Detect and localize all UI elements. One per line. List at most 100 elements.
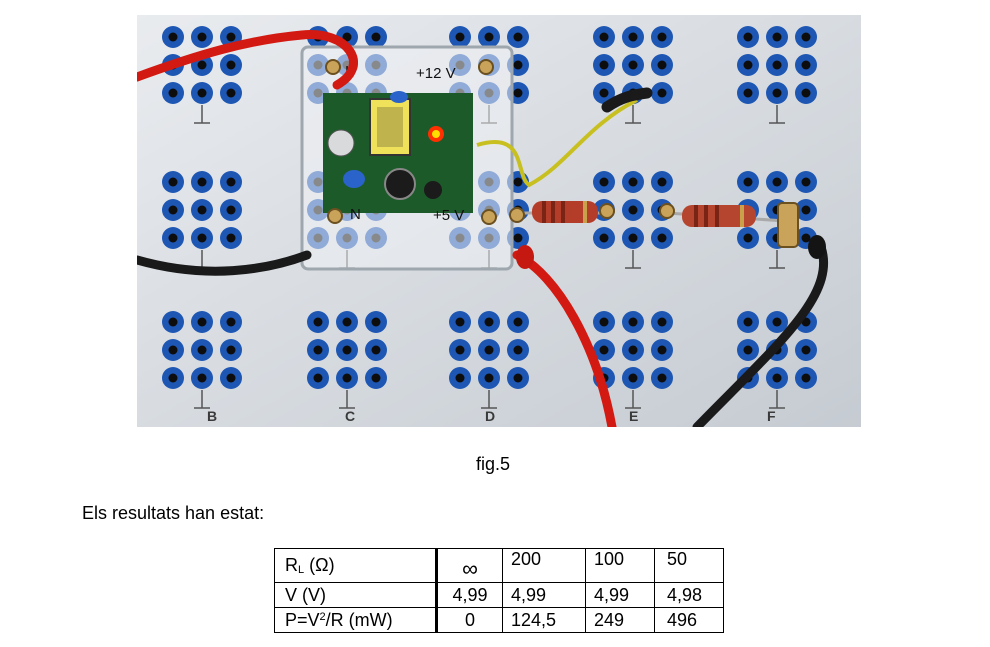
socket-hole xyxy=(197,32,207,42)
socket-hole xyxy=(371,345,381,355)
socket-hole xyxy=(226,233,236,243)
red-plug xyxy=(516,245,534,269)
socket-hole xyxy=(772,60,782,70)
row-label-resistance: RL (Ω) xyxy=(274,548,438,583)
socket-hole xyxy=(513,88,523,98)
socket-hole xyxy=(197,345,207,355)
socket-hole xyxy=(168,177,178,187)
table-cell: 0 xyxy=(436,607,503,633)
socket-hole xyxy=(657,60,667,70)
figure-caption: fig.5 xyxy=(476,454,511,474)
table-cell: 4,99 xyxy=(502,582,586,608)
socket-hole xyxy=(657,317,667,327)
socket-hole xyxy=(628,317,638,327)
socket-hole xyxy=(513,60,523,70)
socket-hole xyxy=(484,32,494,42)
table-cell: 4,99 xyxy=(436,582,503,608)
socket-hole xyxy=(197,205,207,215)
socket-hole xyxy=(342,317,352,327)
table-cell: 249 xyxy=(585,607,655,633)
socket-hole xyxy=(743,345,753,355)
socket-cluster xyxy=(593,26,673,124)
socket-hole xyxy=(197,177,207,187)
socket-hole xyxy=(599,177,609,187)
socket-hole xyxy=(599,60,609,70)
socket-hole xyxy=(657,373,667,383)
socket-hole xyxy=(743,233,753,243)
table-cell: 496 xyxy=(654,607,724,633)
socket-hole xyxy=(313,317,323,327)
black-wire-left xyxy=(137,250,312,276)
power-supply-module: L +12 V N +5 V xyxy=(300,45,514,271)
socket-hole xyxy=(342,32,352,42)
socket-hole xyxy=(628,60,638,70)
socket-hole xyxy=(226,32,236,42)
socket-hole xyxy=(599,317,609,327)
socket-hole xyxy=(657,345,667,355)
socket-hole xyxy=(801,345,811,355)
socket-cluster xyxy=(737,26,817,124)
socket-hole xyxy=(657,177,667,187)
socket-hole xyxy=(772,373,782,383)
socket-hole xyxy=(168,205,178,215)
table-cell: 100 xyxy=(585,548,655,583)
red-wire-top-2 xyxy=(297,30,358,90)
socket-hole xyxy=(513,345,523,355)
column-letter: B xyxy=(207,408,217,424)
socket-hole xyxy=(801,205,811,215)
module-label-n: N xyxy=(350,206,361,223)
socket-clusters xyxy=(162,26,817,409)
socket-hole xyxy=(168,317,178,327)
socket-hole xyxy=(628,345,638,355)
socket-hole xyxy=(197,88,207,98)
socket-hole xyxy=(455,317,465,327)
socket-hole xyxy=(226,345,236,355)
socket-hole xyxy=(197,373,207,383)
results-intro: Els resultats han estat: xyxy=(82,503,265,523)
socket-cluster xyxy=(449,311,529,409)
socket-hole xyxy=(197,317,207,327)
table-row-voltage: V (V) 4,99 4,99 4,99 4,98 xyxy=(274,582,724,608)
socket-hole xyxy=(743,60,753,70)
socket-hole xyxy=(226,177,236,187)
socket-hole xyxy=(455,373,465,383)
socket-hole xyxy=(168,345,178,355)
socket-hole xyxy=(342,345,352,355)
socket-hole xyxy=(801,177,811,187)
socket-hole xyxy=(513,233,523,243)
socket-hole xyxy=(226,373,236,383)
table-cell: 4,99 xyxy=(585,582,655,608)
socket-hole xyxy=(599,32,609,42)
socket-hole xyxy=(801,373,811,383)
socket-hole xyxy=(513,177,523,187)
socket-hole xyxy=(371,317,381,327)
socket-hole xyxy=(226,205,236,215)
socket-hole xyxy=(197,60,207,70)
socket-hole xyxy=(772,317,782,327)
module-label-5v: +5 V xyxy=(433,207,464,224)
column-letter: E xyxy=(629,408,638,424)
socket-hole xyxy=(657,88,667,98)
socket-hole xyxy=(628,32,638,42)
socket-hole xyxy=(455,345,465,355)
table-row-power: P=V2/R (mW) 0 124,5 249 496 xyxy=(274,607,724,633)
socket-hole xyxy=(197,233,207,243)
table-cell: 200 xyxy=(502,548,586,583)
socket-hole xyxy=(168,233,178,243)
socket-hole xyxy=(772,88,782,98)
socket-hole xyxy=(484,345,494,355)
socket-cluster xyxy=(307,311,387,409)
socket-hole xyxy=(772,177,782,187)
column-letter: F xyxy=(767,408,776,424)
socket-hole xyxy=(801,233,811,243)
socket-hole xyxy=(371,373,381,383)
socket-hole xyxy=(599,88,609,98)
black-wire-right xyxy=(692,242,829,427)
results-table: RL (Ω) ∞ 200 100 50 V (V) 4,99 4,99 4,99… xyxy=(274,548,724,633)
module-label-12v: +12 V xyxy=(416,65,456,82)
row-label-voltage: V (V) xyxy=(274,582,438,608)
socket-hole xyxy=(801,60,811,70)
yellow-wire xyxy=(476,98,638,188)
socket-hole xyxy=(743,32,753,42)
